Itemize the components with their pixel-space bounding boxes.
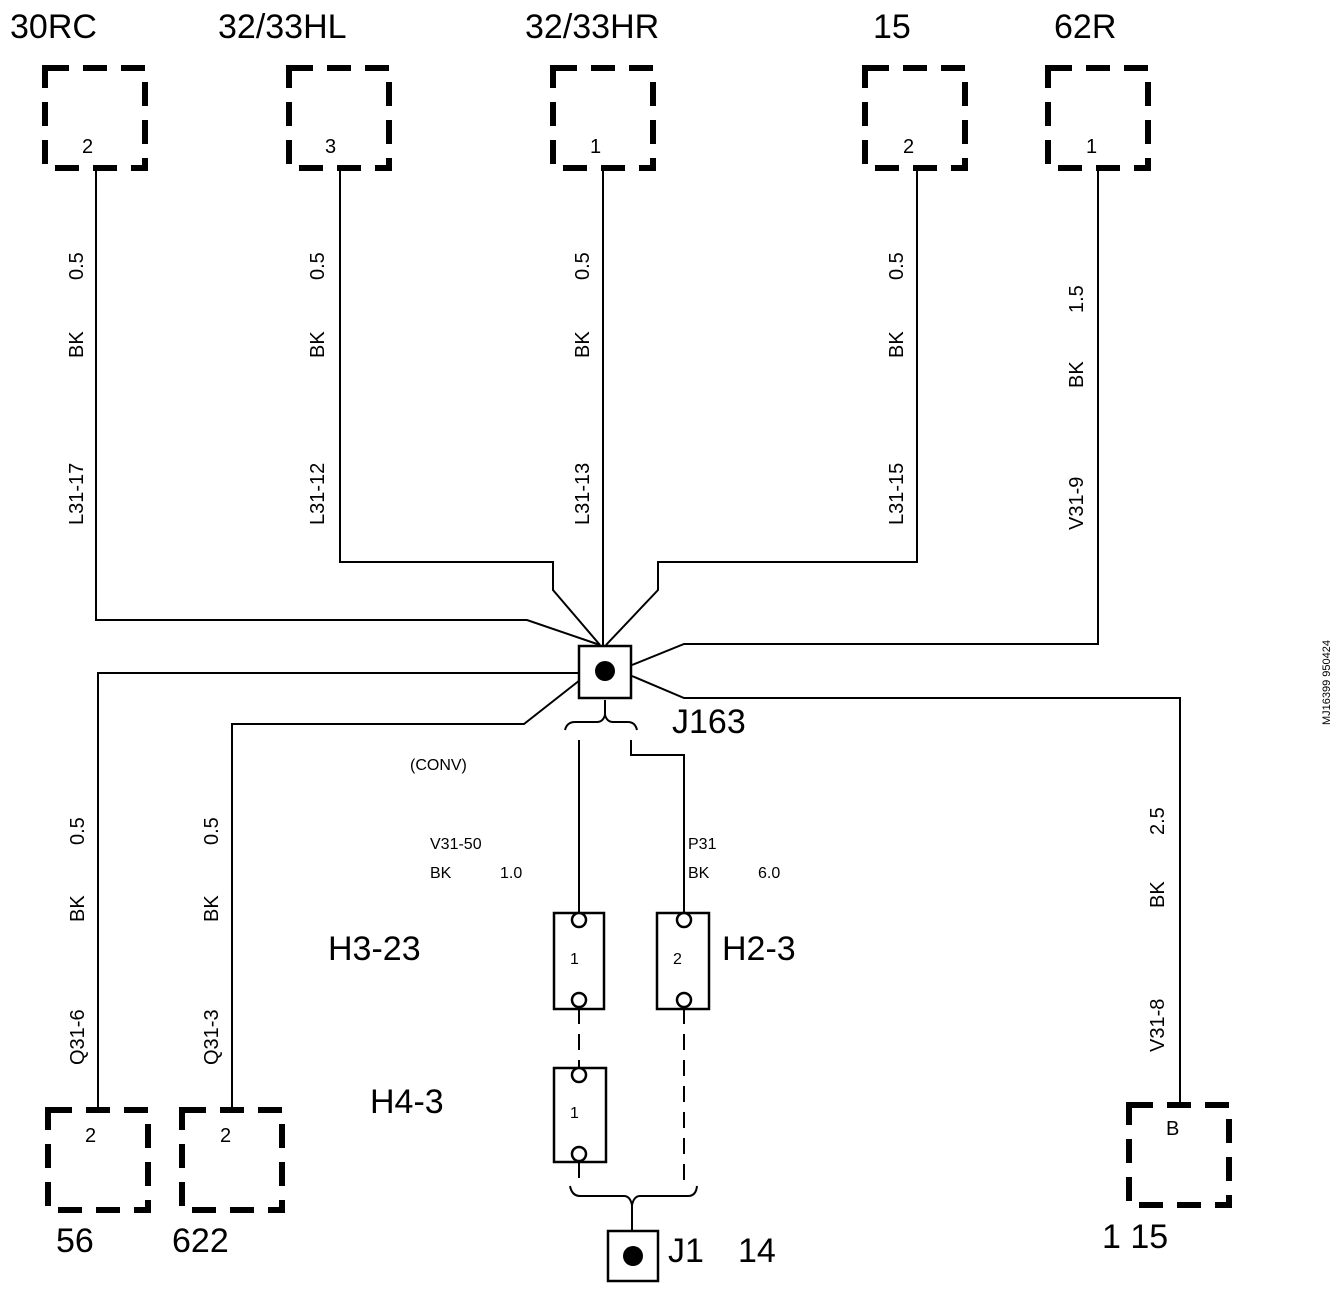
connector-box <box>179 1107 285 1213</box>
wire-color: BK <box>67 895 89 922</box>
wire-size: 2.5 <box>1147 807 1169 835</box>
ground-number: 14 <box>738 1232 776 1270</box>
wire-q31-6 <box>97 672 578 1110</box>
splice-label: J163 <box>672 703 746 741</box>
lead-left-id: V31-50 <box>430 836 482 853</box>
connector-label: 32/33HR <box>525 8 659 46</box>
splice-j163: J163 (CONV) <box>410 644 746 774</box>
connector-pin: 2 <box>82 136 93 158</box>
connector-label: 30RC <box>10 8 97 46</box>
connector-pin: B <box>1166 1118 1179 1140</box>
splice-brace <box>564 711 638 731</box>
wire-size: 0.5 <box>307 252 329 280</box>
connector-32-33hr: 32/33HR 1 <box>525 8 659 171</box>
splice-dot <box>595 661 615 681</box>
connector-box <box>862 65 968 171</box>
wire-l31-15 <box>605 168 918 646</box>
wire-size: 1.5 <box>1066 285 1088 313</box>
connector-pin: 1 <box>1086 136 1097 158</box>
wire-id: Q31-3 <box>201 1009 223 1065</box>
terminal-pin: 1 <box>570 1105 579 1122</box>
connector-pin: 3 <box>325 136 336 158</box>
lead-left-size: 1.0 <box>500 865 522 882</box>
ground-dot <box>623 1246 643 1266</box>
connector-pin: 2 <box>85 1125 96 1147</box>
terminal-h3-23: 1 H3-23 <box>328 911 606 1011</box>
wire-id: Q31-6 <box>67 1009 89 1065</box>
ground-label: J1 <box>668 1232 704 1270</box>
lead-right-color: BK <box>688 865 710 882</box>
terminal-pin: 1 <box>570 951 579 968</box>
terminal-pin: 2 <box>673 951 682 968</box>
connector-label: 62R <box>1054 8 1116 46</box>
connector-box <box>1045 65 1151 171</box>
terminal-pin-bottom <box>675 991 693 1009</box>
reference-code: MJ16399 950424 <box>1321 640 1333 725</box>
wire-size: 0.5 <box>67 817 89 845</box>
terminal-label: H2-3 <box>722 930 796 968</box>
terminal-pin-top <box>570 1066 588 1084</box>
wire-color: BK <box>886 331 908 358</box>
terminal-pin-top <box>675 911 693 929</box>
wire-size: 0.5 <box>201 817 223 845</box>
connector-1-15: B 1 15 <box>1102 1102 1232 1256</box>
wire-q31-3 <box>231 679 581 1110</box>
terminal-h2-3: 2 H2-3 <box>655 911 796 1011</box>
wire-color: BK <box>66 331 88 358</box>
wire-size: 0.5 <box>886 252 908 280</box>
connector-32-33hl: 32/33HL 3 <box>218 8 392 171</box>
ground-brace <box>569 1185 698 1206</box>
connector-pin: 2 <box>220 1125 231 1147</box>
terminal-pin-bottom <box>570 1145 588 1163</box>
connector-label: 56 <box>56 1222 94 1260</box>
wire-id: L31-17 <box>66 463 88 525</box>
connector-label: 1 15 <box>1102 1218 1168 1256</box>
wire-id: V31-8 <box>1147 999 1169 1052</box>
wire-color: BK <box>201 895 223 922</box>
ground-j1: J1 14 <box>606 1229 776 1283</box>
connector-15: 15 2 <box>862 8 968 171</box>
connector-box <box>1126 1102 1232 1208</box>
connector-box <box>42 65 148 171</box>
wire-id: V31-9 <box>1066 477 1088 530</box>
connector-box <box>286 65 392 171</box>
wire-color: BK <box>1147 881 1169 908</box>
lead-left-color: BK <box>430 865 452 882</box>
lead-p31 <box>630 740 685 915</box>
connector-label: 622 <box>172 1222 229 1260</box>
terminal-label: H3-23 <box>328 930 421 968</box>
wire-color: BK <box>307 331 329 358</box>
connector-62r: 62R 1 <box>1045 8 1151 171</box>
wire-size: 0.5 <box>66 252 88 280</box>
wire-color: BK <box>1066 361 1088 388</box>
lead-right-id: P31 <box>688 836 717 853</box>
connector-box <box>550 65 656 171</box>
terminal-pin-bottom <box>570 991 588 1009</box>
connector-box <box>45 1107 151 1213</box>
connector-622: 2 622 <box>172 1107 285 1260</box>
wire-id: L31-12 <box>307 463 329 525</box>
wire-v31-9 <box>631 168 1099 666</box>
connector-pin: 2 <box>903 136 914 158</box>
lead-right-size: 6.0 <box>758 865 780 882</box>
connector-label: 15 <box>873 8 911 46</box>
splice-note: (CONV) <box>410 757 467 774</box>
terminal-h4-3: 1 H4-3 <box>370 1066 608 1164</box>
connector-pin: 1 <box>590 136 601 158</box>
connector-56: 2 56 <box>45 1107 151 1260</box>
wire-id: L31-15 <box>886 463 908 525</box>
connector-30rc: 30RC 2 <box>10 8 148 171</box>
wire-color: BK <box>572 331 594 358</box>
terminal-label: H4-3 <box>370 1083 444 1121</box>
wire-v31-8 <box>631 675 1181 1105</box>
wire-id: L31-13 <box>572 463 594 525</box>
wire-size: 0.5 <box>572 252 594 280</box>
wire-l31-17 <box>95 168 601 646</box>
terminal-pin-top <box>570 911 588 929</box>
connector-label: 32/33HL <box>218 8 347 46</box>
wire-l31-12 <box>339 168 601 646</box>
